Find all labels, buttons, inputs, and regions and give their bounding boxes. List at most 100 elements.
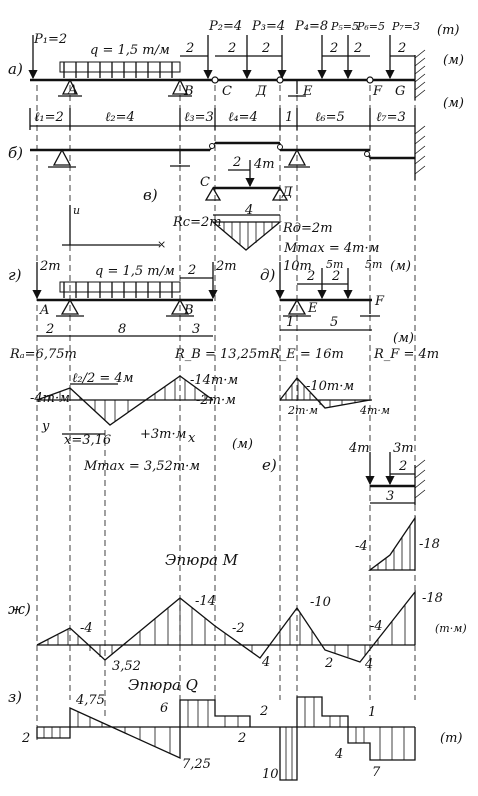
g-point-b: B [183, 303, 194, 318]
g-point-a: A [39, 303, 49, 318]
spacing-4: 2 [329, 41, 338, 56]
m-value-6: -10 [310, 595, 331, 610]
m-value-3: -14 [195, 594, 216, 609]
d-dim-top-2: 2 [331, 269, 340, 284]
section-a-tag: а) [8, 60, 23, 78]
d-point-f: F [374, 294, 385, 309]
d-re: R_E = 16т [269, 347, 344, 362]
mg-label-1: -4т·м [30, 391, 70, 406]
e-value-2: -18 [419, 537, 440, 552]
q-value-8: 1 [368, 705, 376, 720]
v-rd: Rд=2т [282, 221, 333, 236]
point-c: C [222, 84, 232, 99]
diagram-q-tag: з) [8, 688, 22, 706]
q-value-1: 2 [21, 731, 30, 746]
mg-label-2: ℓ₂/2 = 4м [72, 371, 133, 386]
md-label-3: 4т·м [359, 404, 390, 417]
e-dim-2: 3 [386, 489, 394, 504]
v-point-c: C [200, 175, 210, 190]
section-e-tag: е) [262, 456, 277, 474]
moment-diagram-d: -10т·м 2т·м 4т·м [279, 376, 390, 417]
svg-text:×: × [157, 238, 166, 251]
q-value-10: 7 [372, 765, 381, 780]
g-left-load: 2т [39, 259, 61, 274]
q-value-7: 10 [262, 767, 279, 782]
v-rc: Rc=2т [172, 215, 222, 230]
load-p1: P₁=2 [33, 32, 67, 47]
load-p3: P₃=4 [251, 19, 285, 34]
d-units2: (м) [393, 331, 414, 346]
span-l4: ℓ₄=4 [228, 110, 258, 125]
span-l3: ℓ₃=3 [184, 110, 214, 125]
units-m1: (м) [443, 53, 464, 68]
md-label-1: -10т·м [306, 379, 354, 394]
q-value-3: 6 [160, 701, 168, 716]
g-q: q = 1,5 т/м [95, 264, 175, 279]
q-value-9: 4 [334, 747, 343, 762]
g-dim-3: 3 [192, 322, 200, 337]
e-dim-1: 2 [398, 459, 407, 474]
section-a-loaded-beam: а) P₁=2 q = 1,5 т/м P₂=4 P₃=4 [8, 19, 464, 130]
span-l6: ℓ₆=5 [315, 110, 345, 125]
v-load: 4т [253, 157, 275, 172]
point-d: Д [255, 84, 267, 99]
m-value-5: 4 [261, 655, 270, 670]
m-value-2: 3,52 [112, 659, 141, 674]
q-value-5: 2 [237, 731, 246, 746]
spacing-6: 2 [397, 41, 406, 56]
m-value-7: 2 [324, 656, 333, 671]
diagram-q-title: Эпюра Q [128, 676, 198, 694]
e-load-1: 4т [348, 441, 370, 456]
mg-label-6: y [41, 419, 50, 434]
m-value-4: -2 [232, 621, 245, 636]
mg-label-8: x [188, 431, 196, 446]
span-l7: ℓ₇=3 [376, 110, 406, 125]
v-point-d: Д [281, 185, 293, 200]
point-e: E [302, 84, 313, 99]
v-span: 4 [244, 203, 253, 218]
section-v-tag: в) [143, 186, 158, 204]
d-load-2: 5т [326, 258, 343, 271]
g-rb: R_B = 13,25т [174, 347, 270, 362]
mg-label-9: (м) [232, 437, 253, 452]
d-load-3: 5т [365, 258, 382, 271]
m-value-9: -4 [370, 619, 383, 634]
spacing-5: 2 [353, 41, 362, 56]
g-ra: Rₐ=6,75т [9, 347, 77, 362]
load-q: q = 1,5 т/м [90, 43, 170, 58]
load-p5: P₅=5 [330, 20, 359, 33]
d-dim-top-1: 2 [306, 269, 315, 284]
span-l1: ℓ₁=2 [34, 110, 64, 125]
units-t: (т) [437, 23, 459, 38]
d-units: (м) [390, 259, 411, 274]
section-e-cantilever: е) 4т 3т 2 3 -4 -18 [262, 441, 440, 571]
point-b: B [183, 84, 194, 99]
q-value-2: 4,75 [75, 693, 105, 708]
axis-label: и [73, 204, 80, 217]
units-m2: (м) [443, 96, 464, 111]
v-mmax: Mmax = 4т·м [283, 241, 379, 256]
d-dim-1: 1 [286, 315, 294, 330]
d-dim-2: 5 [330, 315, 338, 330]
span-l2: ℓ₂=4 [105, 110, 135, 125]
m-value-1: -4 [80, 621, 93, 636]
point-g: G [395, 84, 405, 99]
projection-lines [36, 85, 416, 740]
diagram-m-title: Эпюра M [165, 551, 239, 569]
d-rf: R_F = 4т [373, 347, 439, 362]
g-dim-top: 2 [187, 263, 196, 278]
section-d-beam: д) 10т 5т 5т (м) 2 2 E F 1 5 (м) R_E = 1… [260, 258, 439, 362]
section-b-tag: б) [8, 144, 23, 162]
diagram-shear-overall: Эпюра Q з) 2 4,75 6 7,25 2 [8, 676, 462, 782]
v-dim: 2 [232, 155, 241, 170]
q-value-6: 2 [259, 704, 268, 719]
g-right-load: 2т [215, 259, 237, 274]
e-value-1: -4 [355, 539, 368, 554]
d-point-e: E [307, 301, 318, 316]
moment-diagram-g: -4т·м ℓ₂/2 = 4м -14т·м -2т·м +3т·м y x=3… [30, 371, 253, 474]
e-load-2: 3т [393, 441, 414, 456]
mg-label-10: Mmax = 3,52т·м [83, 459, 200, 474]
m-value-10: -18 [422, 591, 443, 606]
load-p2: P₂=4 [208, 19, 242, 34]
